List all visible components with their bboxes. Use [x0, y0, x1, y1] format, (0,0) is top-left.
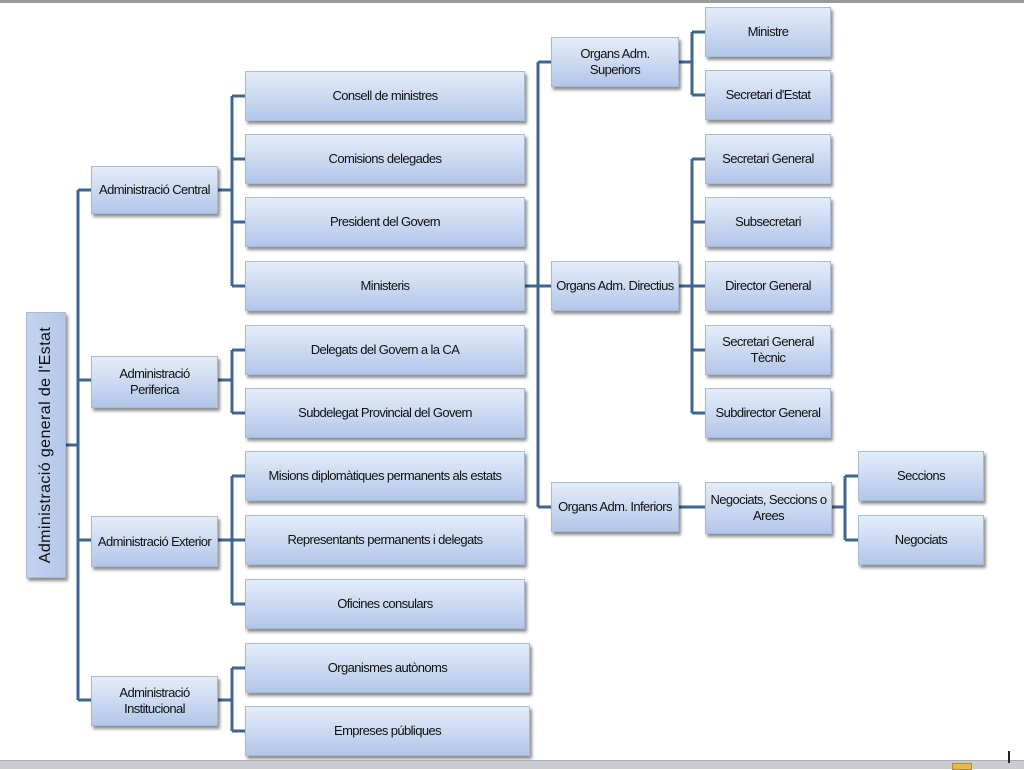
node-organs-directius: Organs Adm. Directius	[551, 261, 679, 311]
node-organs-superiors: Organs Adm. Superiors	[551, 37, 679, 87]
node-ministeris: Ministeris	[245, 261, 525, 311]
node-organs-inferiors: Organs Adm. Inferiors	[551, 482, 679, 532]
node-comisions-delegades: Comisions delegades	[245, 134, 525, 184]
node-administracio-periferica: Administració Periferica	[91, 356, 218, 408]
top-window-border	[0, 0, 1024, 3]
node-subdirector-general: Subdirector General	[705, 388, 831, 438]
node-president-del-govern: President del Govern	[245, 197, 525, 247]
node-secretari-general-tecnic: Secretari General Tècnic	[705, 325, 831, 375]
node-oficines-consulars: Oficines consulars	[245, 579, 525, 629]
node-subsecretari: Subsecretari	[705, 197, 831, 247]
node-root-label: Administració general de l'Estat	[37, 326, 55, 564]
node-empreses-publiques: Empreses públiques	[245, 706, 530, 756]
node-representants-permanents: Representants permanents i delegats	[245, 515, 525, 565]
node-secretari-general: Secretari General	[705, 134, 831, 184]
node-consell-de-ministres: Consell de ministres	[245, 71, 525, 121]
node-administracio-institucional: Administració Institucional	[91, 676, 218, 726]
bottom-status-bar	[0, 760, 1024, 769]
node-subdelegat-provincial: Subdelegat Provincial del Govern	[245, 388, 525, 438]
node-secretari-d-estat: Secretari d'Estat	[705, 70, 831, 120]
node-director-general: Director General	[705, 261, 831, 311]
node-negociats-seccions-arees: Negociats, Seccions o Arees	[705, 482, 832, 534]
node-root-administracio-general: Administració general de l'Estat	[26, 312, 66, 578]
node-organismes-autonoms: Organismes autònoms	[245, 643, 530, 693]
node-ministre: Ministre	[705, 7, 831, 57]
folder-icon	[952, 763, 972, 770]
node-administracio-exterior: Administració Exterior	[91, 516, 218, 567]
node-seccions: Seccions	[858, 451, 984, 501]
node-delegats-del-govern: Delegats del Govern a la CA	[245, 325, 525, 375]
cursor-icon	[1008, 751, 1010, 763]
node-negociats: Negociats	[858, 515, 984, 565]
node-misions-diplomatiques: Misions diplomàtiques permanents als est…	[245, 451, 525, 501]
node-administracio-central: Administració Central	[91, 166, 218, 214]
